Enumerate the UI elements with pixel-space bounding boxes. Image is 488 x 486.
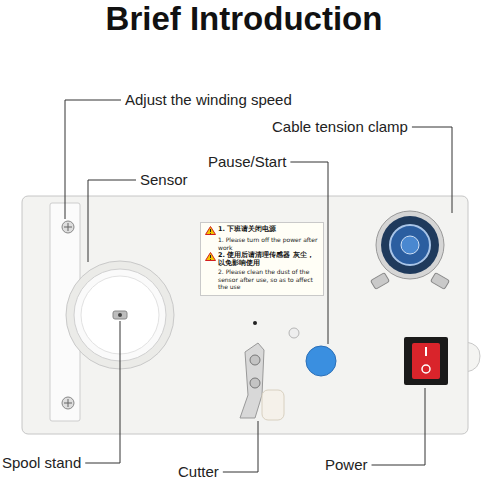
leader-line bbox=[85, 321, 120, 463]
part-label: Adjust the winding speed bbox=[125, 91, 292, 109]
screw bbox=[62, 397, 74, 409]
warning-label: 1. 下班请关闭电源 1. Please turn off the power a… bbox=[200, 222, 324, 296]
clamp-base bbox=[376, 211, 444, 279]
leader-line bbox=[412, 127, 452, 213]
leader-line bbox=[223, 421, 258, 472]
warning-triangle bbox=[205, 252, 216, 261]
warning-mark bbox=[210, 255, 211, 260]
warning-text: 1. 下班请关闭电源 bbox=[218, 226, 276, 234]
part-label: Sensor bbox=[140, 171, 188, 189]
clamp-center bbox=[401, 236, 419, 254]
leader-line bbox=[372, 388, 425, 465]
cutter-felt bbox=[262, 390, 284, 420]
screw bbox=[62, 221, 74, 233]
off-mark bbox=[422, 365, 430, 373]
screw bbox=[250, 378, 260, 388]
led bbox=[289, 328, 299, 338]
warning-text: 2. 使用后请清理传感器 灰尘，以免影响使用 bbox=[218, 252, 319, 267]
spindle-center bbox=[118, 313, 122, 317]
warning-text: 2. Please clean the dust of the sensor a… bbox=[218, 268, 319, 291]
label-row: 2. Please clean the dust of the sensor a… bbox=[205, 268, 319, 291]
clamp-dial bbox=[381, 216, 439, 274]
indicator-dot bbox=[253, 321, 257, 325]
spool-inner bbox=[81, 276, 159, 354]
leader-line bbox=[65, 100, 121, 219]
label-row: 1. Please turn off the power after work bbox=[205, 236, 319, 251]
part-label: Spool stand bbox=[2, 454, 81, 472]
spool-disc bbox=[74, 269, 166, 361]
screw-slot bbox=[64, 223, 72, 231]
label-row: 1. 下班请关闭电源 bbox=[205, 226, 319, 235]
title: Brief Introduction bbox=[0, 0, 488, 38]
label-row: 2. 使用后请清理传感器 灰尘，以免影响使用 bbox=[205, 252, 319, 267]
part-label: Cable tension clamp bbox=[272, 118, 408, 136]
warning-triangle bbox=[205, 226, 216, 235]
spool-spindle bbox=[113, 311, 127, 319]
part-label: Power bbox=[325, 456, 368, 474]
pause-button bbox=[306, 346, 336, 376]
power-rocker bbox=[412, 343, 440, 379]
clamp-tab bbox=[371, 273, 390, 290]
power-switch-frame bbox=[404, 337, 448, 385]
part-label: Pause/Start bbox=[208, 153, 286, 171]
cutter-blade bbox=[240, 343, 264, 418]
leader-line bbox=[88, 180, 136, 262]
screw bbox=[250, 355, 260, 365]
screw-slot bbox=[64, 399, 72, 407]
warning-triangle-shape bbox=[206, 253, 216, 261]
warning-text: 1. Please turn off the power after work bbox=[218, 236, 319, 251]
clamp-tab bbox=[431, 273, 450, 290]
spool-ring bbox=[66, 261, 174, 369]
warning-mark bbox=[210, 229, 211, 234]
device-panel bbox=[22, 196, 468, 434]
warning-triangle-shape bbox=[206, 227, 216, 235]
part-label: Cutter bbox=[178, 463, 219, 481]
on-mark bbox=[425, 347, 427, 356]
clamp-ring bbox=[390, 225, 430, 265]
